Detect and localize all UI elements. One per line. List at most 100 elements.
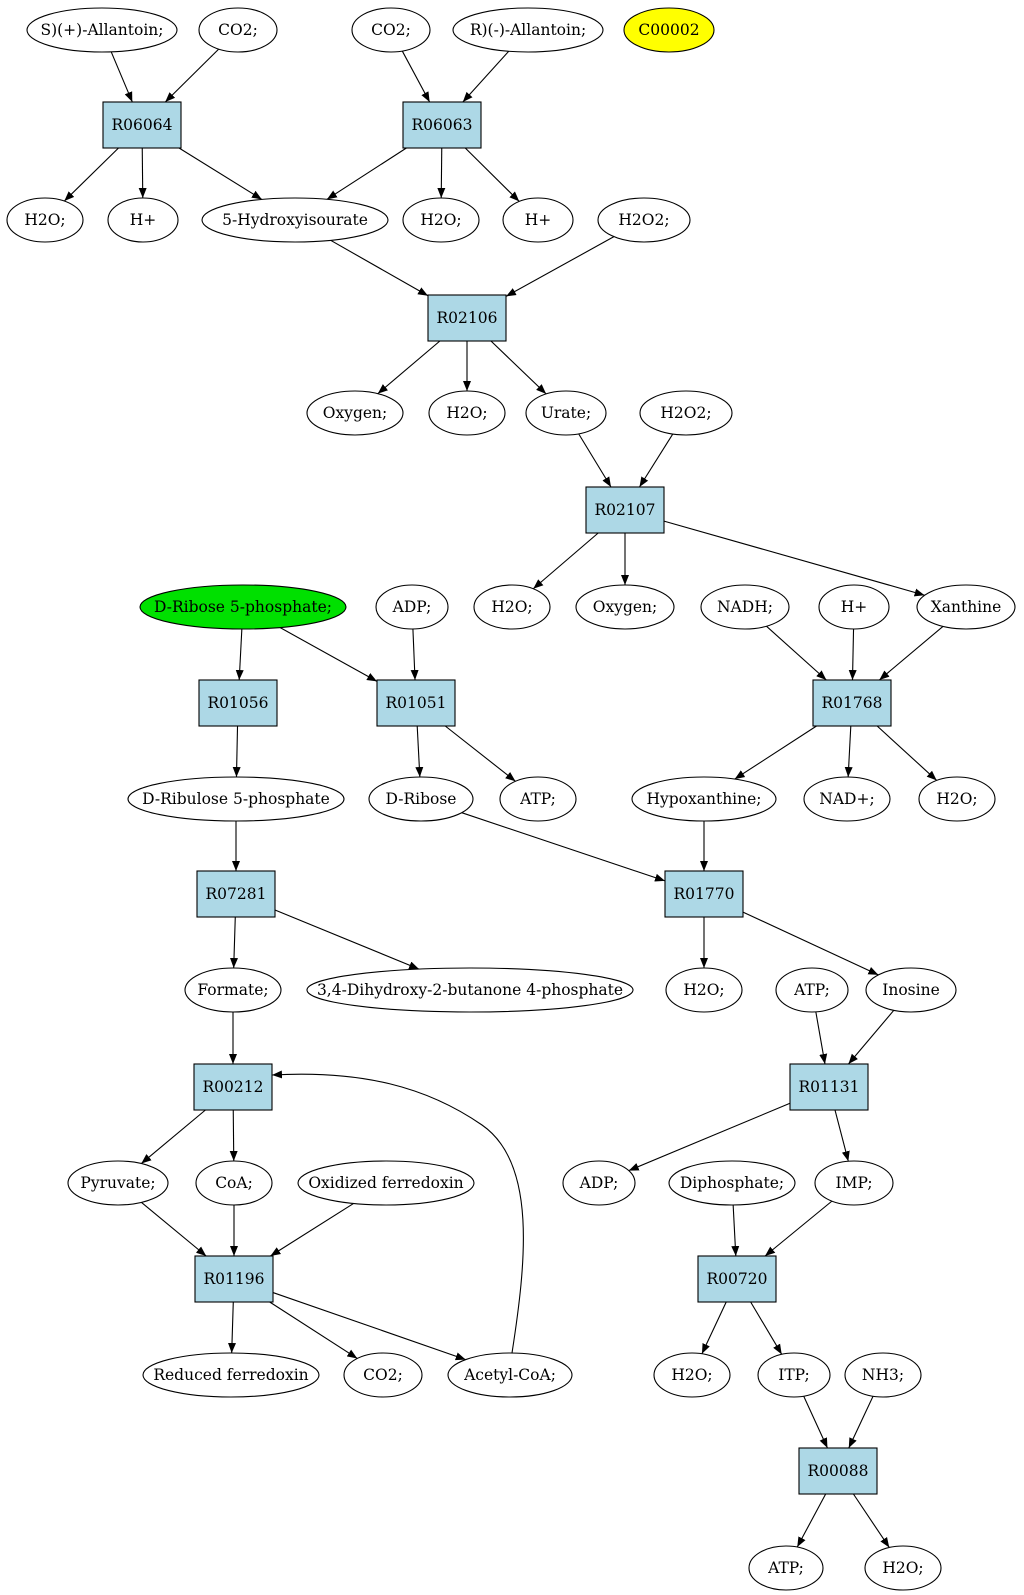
reaction-node-r11: R01131 <box>789 1063 869 1111</box>
compound-ellipse <box>306 390 404 436</box>
edge-c14-to-r4 <box>578 433 612 488</box>
edge-c36-to-r12 <box>270 1202 354 1257</box>
compound-node-c32: ATP; <box>775 967 849 1013</box>
compound-node-c41: CO2; <box>343 1352 423 1398</box>
node-label: Acetyl-CoA; <box>463 1366 556 1384</box>
edge-c2-to-r1 <box>164 48 220 103</box>
reaction-box <box>789 1063 869 1111</box>
compound-ellipse <box>918 776 996 822</box>
compound-ellipse <box>525 390 607 436</box>
compound-ellipse <box>351 7 431 53</box>
compound-node-c18: H2O; <box>473 584 551 630</box>
compound-node-c42: Acetyl-CoA; <box>447 1352 573 1398</box>
node-label: NADH; <box>717 598 773 616</box>
node-label: H2O; <box>882 1559 923 1577</box>
node-label: H2O; <box>683 981 724 999</box>
compound-node-c24: D-Ribose <box>368 776 474 822</box>
compound-ellipse <box>306 967 634 1013</box>
edge-r13-to-c43 <box>701 1301 727 1355</box>
edge-c16-to-r5 <box>235 628 244 681</box>
compound-node-c27: NAD+; <box>803 776 891 822</box>
edge-c3-to-r2 <box>401 50 431 103</box>
compound-ellipse <box>201 197 389 243</box>
node-label: Urate; <box>541 404 591 422</box>
compound-node-c35: CoA; <box>195 1160 273 1206</box>
reaction-node-r7: R01768 <box>812 679 892 727</box>
node-label: CO2; <box>371 21 411 39</box>
node-label: S)(+)-Allantoin; <box>40 21 163 39</box>
compound-node-c39: IMP; <box>814 1160 894 1206</box>
node-label: R02106 <box>437 309 498 327</box>
compound-ellipse <box>26 7 178 53</box>
compound-ellipse <box>343 1352 423 1398</box>
reaction-node-r3: R02106 <box>427 294 507 342</box>
reaction-box <box>798 1447 878 1495</box>
edge-c15-to-r4 <box>638 433 674 488</box>
node-label: R00212 <box>203 1078 264 1096</box>
edge-r2-to-c9 <box>437 147 446 199</box>
compound-ellipse <box>864 1545 942 1591</box>
node-label: 5-Hydroxyisourate <box>222 211 368 229</box>
compound-node-c25: ATP; <box>499 776 577 822</box>
compound-node-c8: 5-Hydroxyisourate <box>201 197 389 243</box>
reaction-node-r9: R01770 <box>664 870 744 918</box>
compound-ellipse <box>499 776 577 822</box>
edge-r1-to-c6 <box>63 147 119 202</box>
compound-node-c46: ATP; <box>748 1545 824 1591</box>
edge-c16-to-r6 <box>279 627 378 682</box>
compound-node-c29: Formate; <box>184 967 282 1013</box>
compound-node-c2: CO2; <box>198 7 278 53</box>
node-label: R01196 <box>204 1270 265 1288</box>
compound-ellipse <box>916 584 1016 630</box>
reaction-box <box>194 1255 274 1303</box>
compound-node-c31: H2O; <box>665 967 743 1013</box>
reaction-box <box>102 101 182 149</box>
edge-c42-to-r10 <box>271 1070 524 1354</box>
node-label: H+ <box>130 211 157 229</box>
node-label: CO2; <box>218 21 258 39</box>
edge-c21-to-r7 <box>848 628 857 681</box>
compound-ellipse <box>452 7 604 53</box>
nodes-layer: S)(+)-Allantoin; CO2; CO2; R)(-)-Allantoin;… <box>6 7 1016 1591</box>
edge-r12-to-c41 <box>269 1301 358 1359</box>
edge-r8-to-c29 <box>230 916 238 969</box>
node-label: H2O2; <box>660 404 711 422</box>
node-label: R01768 <box>822 694 883 712</box>
node-label: H+ <box>525 211 552 229</box>
compound-ellipse <box>139 584 347 630</box>
compound-node-c10: H+ <box>502 197 574 243</box>
compound-node-c9: H2O; <box>402 197 480 243</box>
reaction-box <box>697 1255 777 1303</box>
compound-node-c33: Inosine <box>865 967 957 1013</box>
reaction-box <box>402 101 482 149</box>
node-label: R07281 <box>206 885 267 903</box>
node-label: R06063 <box>412 116 473 134</box>
edge-r4-to-c18 <box>532 532 599 590</box>
compound-ellipse <box>775 967 849 1013</box>
edge-r6-to-c24 <box>415 725 424 778</box>
compound-node-c26: Hypoxanthine; <box>631 776 777 822</box>
compound-node-c15: H2O2; <box>639 390 733 436</box>
compound-node-c34: Pyruvate; <box>67 1160 169 1206</box>
compound-ellipse <box>623 7 715 53</box>
reaction-node-r14: R00088 <box>798 1447 878 1495</box>
node-label: R00088 <box>808 1462 869 1480</box>
compound-node-c47: H2O; <box>864 1545 942 1591</box>
edge-r10-to-c34 <box>140 1109 206 1164</box>
node-label: C00002 <box>638 21 699 39</box>
node-label: H2O2; <box>618 211 669 229</box>
edge-c22-to-r7 <box>878 625 944 681</box>
compound-ellipse <box>844 1352 922 1398</box>
compound-node-c19: Oxygen; <box>575 584 675 630</box>
node-label: Inosine <box>882 981 940 999</box>
compound-node-c12: Oxygen; <box>306 390 404 436</box>
edge-r9-to-c33 <box>742 911 879 976</box>
node-label: R01131 <box>799 1078 860 1096</box>
edge-r1-to-c8 <box>178 147 263 200</box>
compound-ellipse <box>668 1160 796 1206</box>
compound-ellipse <box>818 584 890 630</box>
node-label: R)(-)-Allantoin; <box>470 21 586 39</box>
node-label: H2O; <box>446 404 487 422</box>
node-label: R06064 <box>112 116 173 134</box>
edge-c33-to-r11 <box>848 1009 895 1065</box>
